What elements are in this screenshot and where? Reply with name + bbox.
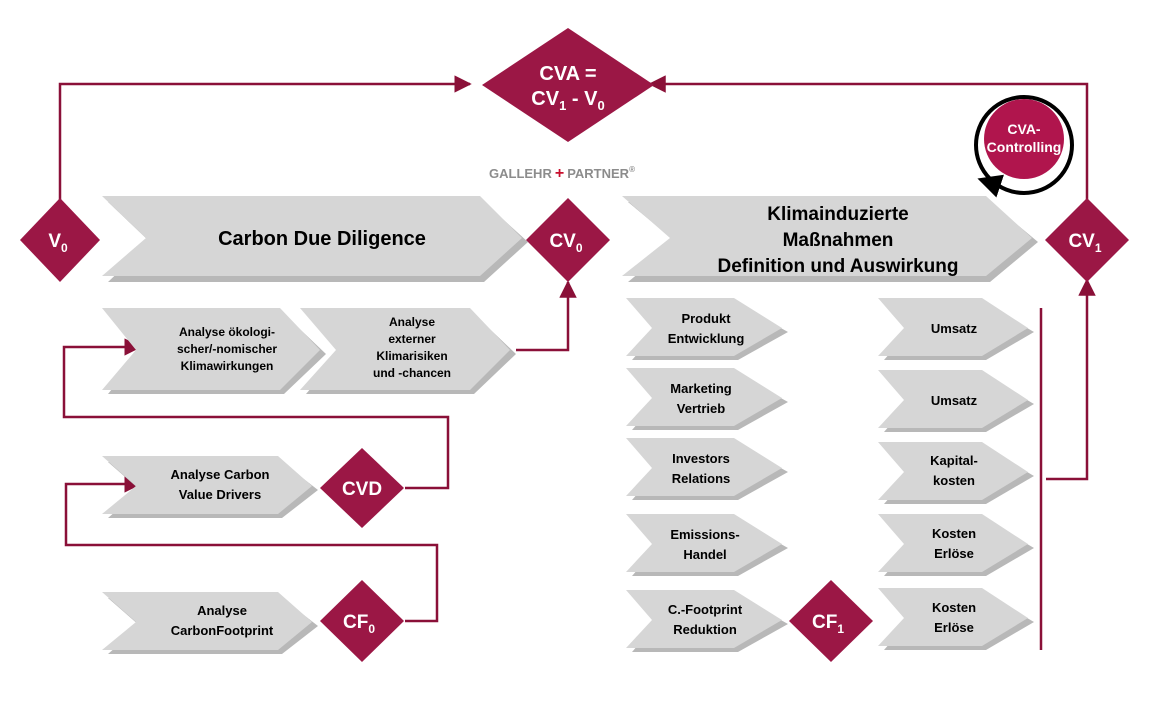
cva-line2: CV1 - V0 [531, 88, 604, 113]
klima-line2: Maßnahmen [783, 230, 894, 251]
svg-text:Emissions-: Emissions- [670, 527, 739, 542]
svg-text:Investors: Investors [672, 451, 730, 466]
svg-text:Klimawirkungen: Klimawirkungen [181, 359, 274, 373]
svg-text:Value Drivers: Value Drivers [179, 487, 261, 502]
svg-text:Kosten: Kosten [932, 526, 976, 541]
connector-effects-to-cv1 [1046, 278, 1096, 481]
svg-text:CVD: CVD [342, 479, 382, 500]
connector-cvd-to-oekologisch [62, 338, 450, 490]
svg-text:C.-Footprint: C.-Footprint [668, 602, 743, 617]
svg-text:Reduktion: Reduktion [673, 622, 737, 637]
chevron-carbon-due-diligence: Carbon Due Diligence [102, 196, 528, 282]
chevron-analyse-extern: Analyse externer Klimarisiken und -chanc… [300, 308, 516, 394]
chevron-analyse-value-drivers: Analyse Carbon Value Drivers [102, 456, 318, 518]
svg-text:Vertrieb: Vertrieb [677, 401, 725, 416]
cva-diamond: CVA = CV1 - V0 [482, 28, 654, 142]
klima-line1: Klimainduzierte [767, 204, 908, 225]
svg-text:Umsatz: Umsatz [931, 321, 978, 336]
logo: GALLEHR+PARTNER® [489, 165, 635, 182]
diamond-cv1: CV1 [1045, 198, 1129, 282]
measure-produkt-entwicklung: Produkt Entwicklung [626, 298, 788, 360]
diamond-cf1: CF1 [789, 580, 873, 662]
connector-cf0-to-value-drivers [64, 475, 439, 623]
cva-line1: CVA = [539, 63, 596, 85]
connector-cv1-to-cva [648, 75, 1089, 200]
diamond-v0: V0 [20, 198, 100, 282]
measure-emissionshandel: Emissions- Handel [626, 514, 788, 576]
svg-text:CF1: CF1 [812, 612, 844, 636]
diamond-cvd: CVD [320, 448, 404, 528]
svg-text:GALLEHR+PARTNER®: GALLEHR+PARTNER® [489, 165, 635, 182]
klima-line3: Definition und Auswirkung [718, 256, 959, 277]
svg-text:scher/-nomischer: scher/-nomischer [177, 342, 277, 356]
svg-text:CV1: CV1 [1068, 231, 1101, 255]
svg-text:Analyse Carbon: Analyse Carbon [171, 467, 270, 482]
connectors [58, 75, 1096, 650]
chevron-analyse-footprint: Analyse CarbonFootprint [102, 592, 318, 654]
connector-v0-to-cva [58, 75, 472, 200]
svg-text:Kosten: Kosten [932, 600, 976, 615]
svg-text:Kapital-: Kapital- [930, 453, 978, 468]
cva-controlling-cycle: CVA- Controlling [974, 95, 1074, 198]
chevron-klimainduzierte-massnahmen: Klimainduzierte Maßnahmen Definition und… [622, 196, 1038, 282]
svg-text:und -chancen: und -chancen [373, 366, 451, 380]
svg-text:Umsatz: Umsatz [931, 393, 978, 408]
effect-umsatz-2: Umsatz [878, 370, 1034, 432]
effect-kapitalkosten: Kapital- kosten [878, 442, 1034, 504]
diamond-cf0: CF0 [320, 580, 404, 662]
svg-text:CV0: CV0 [549, 231, 582, 255]
svg-text:kosten: kosten [933, 473, 975, 488]
effect-kosten-erloese-2: Kosten Erlöse [878, 588, 1034, 650]
svg-text:CarbonFootprint: CarbonFootprint [171, 623, 274, 638]
connector-extern-to-cv0 [516, 280, 577, 352]
svg-text:Analyse: Analyse [197, 603, 247, 618]
measure-footprint-reduktion: C.-Footprint Reduktion [626, 590, 788, 652]
svg-text:Marketing: Marketing [670, 381, 731, 396]
svg-text:Klimarisiken: Klimarisiken [376, 349, 447, 363]
svg-text:Produkt: Produkt [681, 311, 731, 326]
svg-text:V0: V0 [48, 231, 68, 255]
svg-text:Erlöse: Erlöse [934, 546, 974, 561]
controlling-line1: CVA- [1007, 121, 1041, 137]
carbon-due-diligence-label: Carbon Due Diligence [218, 228, 426, 250]
svg-text:Analyse ökologi-: Analyse ökologi- [179, 325, 275, 339]
svg-text:Erlöse: Erlöse [934, 620, 974, 635]
controlling-line2: Controlling [987, 139, 1062, 155]
svg-text:Entwicklung: Entwicklung [668, 331, 745, 346]
diamond-cv0: CV0 [526, 198, 610, 282]
svg-text:Analyse: Analyse [389, 315, 435, 329]
svg-text:CF0: CF0 [343, 612, 375, 636]
svg-text:Handel: Handel [683, 547, 726, 562]
effect-kosten-erloese-1: Kosten Erlöse [878, 514, 1034, 576]
measure-marketing-vertrieb: Marketing Vertrieb [626, 368, 788, 430]
effect-umsatz-1: Umsatz [878, 298, 1034, 360]
measure-investors-relations: Investors Relations [626, 438, 788, 500]
svg-text:externer: externer [388, 332, 436, 346]
chevron-analyse-oekologisch: Analyse ökologi- scher/-nomischer Klimaw… [102, 308, 326, 394]
svg-text:Relations: Relations [672, 471, 731, 486]
